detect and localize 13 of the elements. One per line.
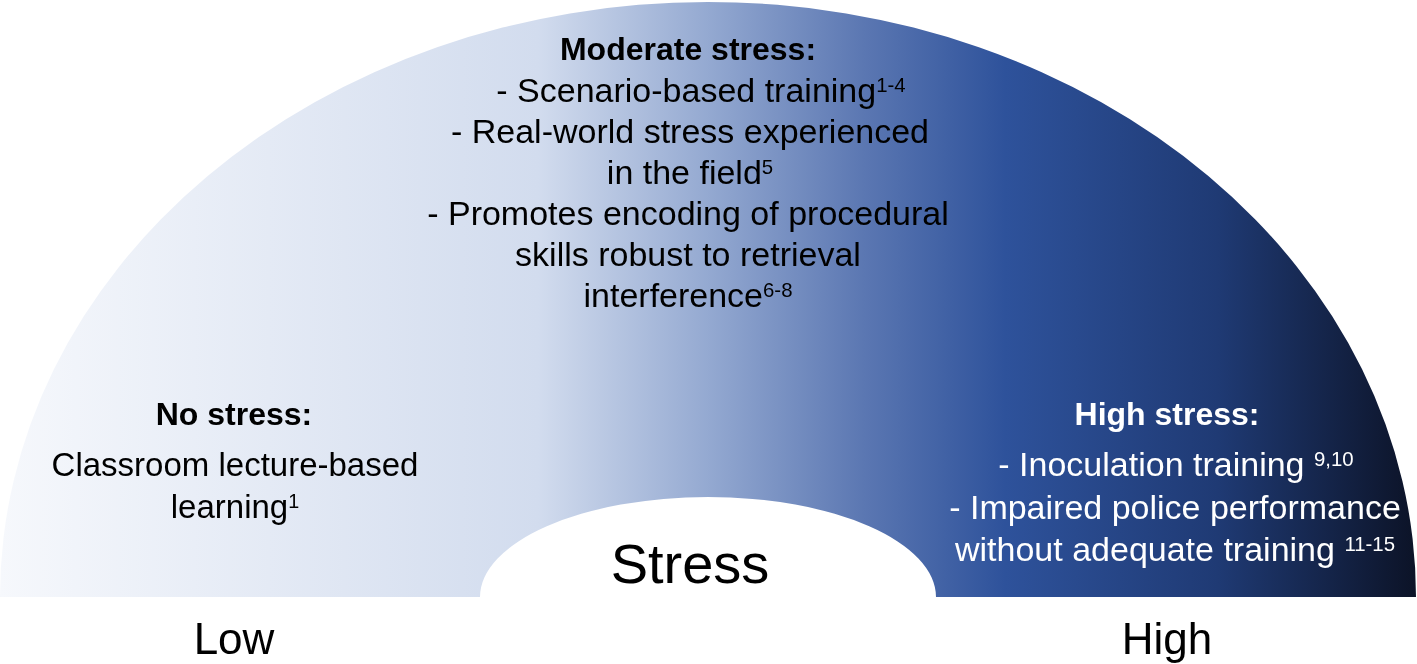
zone-description: - Scenario-based training$^{1-4}$ (496, 70, 906, 111)
zone-heading: High stress: (1074, 395, 1260, 434)
zone-description: Classroom lecture-based learning$^{1}$ (50, 445, 420, 527)
scale-end-label: High (1121, 614, 1213, 664)
zone-description: - Promotes encoding of procedural skills robust to retrieval interference$^{6-8}$ (426, 193, 950, 316)
zone-description: - Inoculation training $^{9,10}$ (998, 444, 1354, 485)
zone-heading: No stress: (155, 395, 313, 434)
center-title: Stress (610, 532, 770, 596)
zone-description: - Real-world stress experienced in the field$^{5}$ (449, 111, 931, 193)
scale-end-label: Low (193, 614, 275, 664)
arch-band (0, 0, 1417, 598)
zone-heading: Moderate stress: (559, 30, 817, 69)
zone-description: - Impaired police performance without adequate training $^{11-15}$ (948, 487, 1402, 570)
